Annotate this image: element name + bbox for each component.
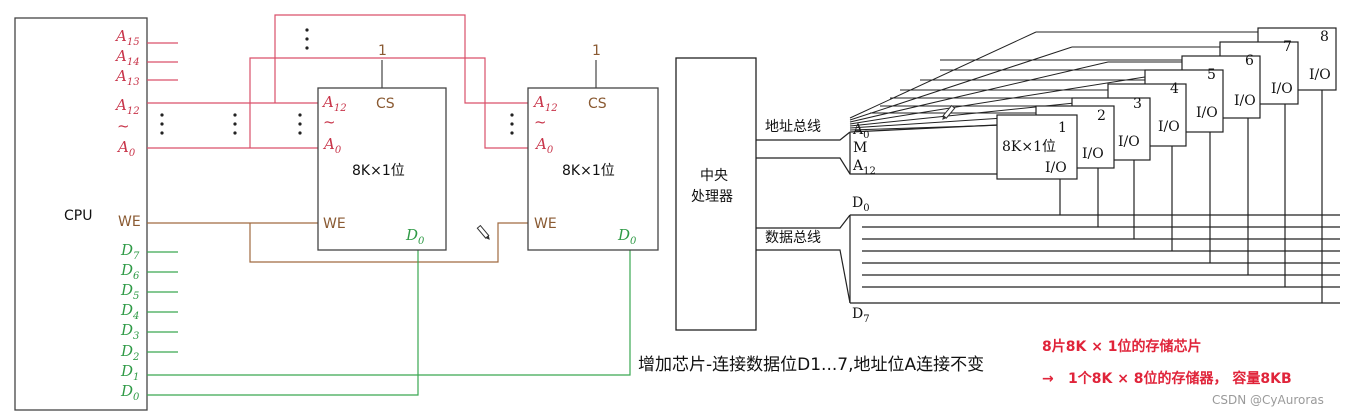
address-pin-stubs (147, 42, 178, 81)
chip-2-a12: A12 (532, 93, 558, 114)
chip-2-we: WE (534, 216, 557, 232)
chip-1-a0: A0 (322, 135, 342, 156)
pin-a15: A15 (114, 27, 140, 48)
data-d0: D0 (852, 195, 870, 214)
chip-2-a0: A0 (534, 135, 554, 156)
cpu-box (14, 17, 148, 411)
chip-number-2: 2 (1097, 108, 1106, 124)
addr-m: M (853, 140, 867, 156)
chip-2-box (527, 87, 659, 251)
chip-7-io: I/O (1271, 81, 1293, 97)
addr-a12: A12 (852, 158, 876, 177)
pin-a13: A13 (114, 67, 140, 88)
chip-1-tilde: ~ (323, 113, 336, 131)
chip-2-cs: CS (588, 96, 607, 112)
note-arrow: → (1042, 371, 1054, 387)
pin-d7: D7 (120, 241, 140, 262)
we-wiring (147, 222, 528, 263)
chip-8-io: I/O (1309, 67, 1331, 83)
address-wiring (147, 14, 528, 149)
chip-1-d0: D0 (405, 226, 425, 247)
address-bus-label: 地址总线 (765, 119, 821, 135)
chip-number-8: 8 (1320, 29, 1329, 45)
pin-a0: A0 (116, 138, 136, 159)
right-diagram: 中央 处理器 地址总线 数据总线 A0 M A12 (675, 27, 1340, 331)
data-wiring (147, 250, 631, 396)
chip-2-io: I/O (1082, 146, 1104, 162)
chip-number-1: 1 (1058, 120, 1067, 136)
address-ellipsis (160, 28, 514, 135)
chip-1-cs: CS (376, 96, 395, 112)
left-diagram: CPU A15 A14 A13 A12 ~ A0 WE D7 D6 D5 D4 … (14, 14, 659, 411)
pin-d5: D5 (120, 281, 139, 302)
data-bus-lines (756, 214, 1340, 304)
chip-number-4: 4 (1170, 81, 1179, 97)
chip-number-6: 6 (1245, 53, 1254, 69)
chip-5-io: I/O (1196, 105, 1218, 121)
pen-cursor-icon (476, 224, 490, 240)
cpu-label-line1: 中央 (700, 168, 728, 184)
chip-6-io: I/O (1234, 93, 1256, 109)
chip-io-verticals (1059, 90, 1323, 303)
cpu-we-label: WE (118, 214, 141, 230)
pin-tilde: ~ (117, 117, 130, 135)
note-line-1: 8片8K × 1位的存储芯片 (1042, 338, 1202, 355)
pin-d0: D0 (120, 382, 140, 403)
chip-1-box-right (996, 114, 1078, 180)
data-pin-stubs (147, 251, 178, 353)
pin-d2: D2 (120, 342, 139, 363)
chip-1-io: I/O (1045, 160, 1067, 176)
chip-number-7: 7 (1283, 39, 1292, 55)
caption-text: 增加芯片-连接数据位D1...7,地址位A连接不变 (638, 355, 984, 375)
data-d7: D7 (852, 306, 870, 325)
pin-d1: D1 (120, 362, 139, 383)
pin-d3: D3 (120, 321, 139, 342)
chip-stack (996, 27, 1337, 180)
chip-1-a12: A12 (321, 93, 347, 114)
chip-4-io: I/O (1158, 119, 1180, 135)
chip-1-we: WE (323, 216, 346, 232)
chip-number-5: 5 (1207, 67, 1216, 83)
chip-numbers: 1 2 3 4 5 6 7 8 (1058, 29, 1329, 136)
pen-cursor-icon-right (942, 104, 956, 120)
cpu-label: CPU (64, 208, 92, 224)
chip-1-right-label: 8K×1位 (1002, 139, 1056, 155)
data-bus-label: 数据总线 (765, 230, 821, 246)
pin-a14: A14 (114, 47, 140, 68)
chip-1-cs-value: 1 (378, 43, 387, 59)
pin-d4: D4 (120, 301, 139, 322)
central-processor-box (675, 57, 757, 331)
pin-d6: D6 (120, 261, 140, 282)
chip-2-cs-value: 1 (592, 43, 601, 59)
pin-a12: A12 (114, 96, 140, 117)
chip-3-io: I/O (1118, 134, 1140, 150)
chip-1-label: 8K×1位 (352, 163, 405, 179)
cpu-label-line2: 处理器 (691, 189, 733, 205)
chip-2-label: 8K×1位 (562, 163, 615, 179)
chip-2-d0: D0 (617, 226, 637, 247)
chip-io-labels: I/O I/O I/O I/O I/O I/O I/O (1082, 67, 1331, 162)
chip-number-3: 3 (1133, 96, 1142, 112)
chip-2-tilde: ~ (534, 113, 547, 131)
watermark: CSDN @CyAuroras (1212, 393, 1324, 407)
note-line-2: 1个8K × 8位的存储器， 容量8KB (1068, 370, 1292, 387)
